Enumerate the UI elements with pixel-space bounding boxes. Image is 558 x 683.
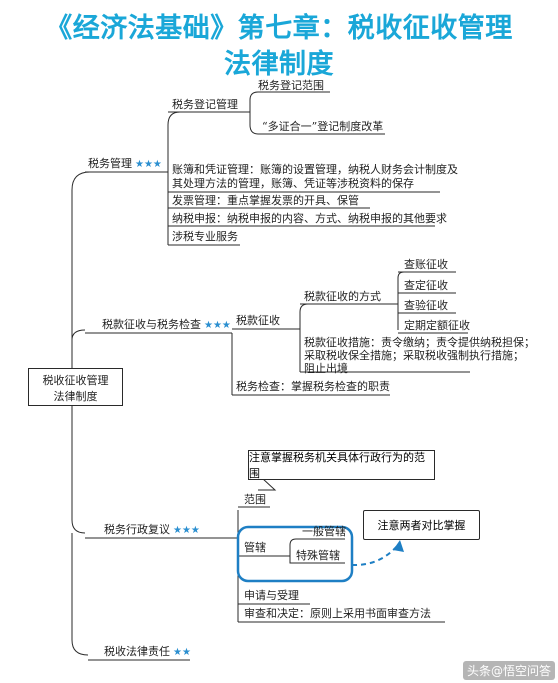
node-books-line-1: 账簿和凭证管理：账簿的设置管理，纳税人财务会计制度及 — [172, 163, 458, 176]
branch-label: 税收法律责任 — [104, 645, 170, 658]
node-apply: 申请与受理 — [244, 589, 299, 602]
node-method-4: 定期定额征收 — [404, 319, 470, 332]
root-line-1: 税收征收管理 — [42, 374, 109, 387]
connector-root-trunk — [71, 171, 91, 370]
branch-label: 税务管理 — [88, 157, 132, 170]
connector-root-b3 — [71, 390, 86, 534]
callout-top-tail — [258, 477, 277, 491]
connector-root-b2 — [71, 329, 86, 370]
branch-legal-liability: 税收法律责任★★ — [104, 645, 191, 660]
node-tax-collection: 税款征收 — [236, 314, 280, 327]
branch-label: 税务行政复议 — [104, 523, 170, 536]
node-inspection: 税务检查：掌握税务检查的职责 — [236, 380, 390, 393]
arrow-head-icon — [393, 540, 404, 552]
stars-rating: ★★★ — [173, 525, 200, 536]
node-books-line-2: 其处理方法的管理，账簿、凭证等涉税资料的保存 — [172, 177, 414, 190]
node-filing: 纳税申报：纳税申报的内容、方式、纳税申报的其他要求 — [172, 212, 447, 225]
root-line-2: 法律制度 — [53, 390, 98, 403]
watermark: 头条@悟空问答 — [463, 661, 556, 680]
node-measures-line-2: 采取税收保全措施；采取税收强制执行措施； — [304, 349, 524, 362]
page-title-line-1: 《经济法基础》第七章：税收征收管理 — [45, 13, 513, 44]
reg-children — [249, 91, 385, 135]
page-title-line-2: 法律制度 — [224, 49, 334, 80]
node-scope: 范围 — [244, 493, 266, 506]
node-decision: 审查和决定：原则上采用书面审查方法 — [244, 607, 431, 620]
stars-rating: ★★★ — [135, 159, 162, 170]
node-registration-scope: 税务登记范围 — [258, 79, 324, 92]
callout-compare-note: 注意两者对比掌握 — [363, 510, 480, 540]
node-special-jurisdiction: 特殊管辖 — [296, 549, 340, 562]
branch-tax-administration: 税务管理★★★ — [88, 157, 162, 172]
node-measures-line-3: 阻止出境 — [304, 362, 348, 375]
highlight-frame — [236, 525, 354, 583]
node-invoice: 发票管理：重点掌握发票的开具、保管 — [172, 194, 359, 207]
root-node: 税收征收管理 法律制度 — [28, 368, 123, 406]
node-method-2: 查定征收 — [404, 279, 448, 292]
dashed-arrow — [351, 544, 399, 567]
node-general-jurisdiction: 一般管辖 — [302, 525, 346, 538]
node-method-3: 查验征收 — [404, 299, 448, 312]
branch-label: 税款征收与税务检查 — [102, 318, 201, 331]
juris-children — [289, 538, 345, 564]
node-registration: 税务登记管理 — [172, 98, 238, 111]
node-measures-line-1: 税款征收措施：责令缴纳；责令提供纳税担保； — [304, 336, 535, 349]
callout-scope-note: 注意掌握税务机关具体行政行为的范围 — [248, 450, 435, 480]
node-method-1: 查账征收 — [404, 258, 448, 271]
stars-rating: ★★★ — [204, 320, 231, 331]
node-agency: 涉税专业服务 — [172, 230, 238, 243]
branch-collection-inspection: 税款征收与税务检查★★★ — [102, 318, 231, 333]
node-collection-methods: 税款征收的方式 — [304, 290, 381, 303]
branch-administrative-review: 税务行政复议★★★ — [104, 523, 200, 538]
connector-root-b4 — [71, 533, 89, 656]
stars-rating: ★★ — [173, 647, 191, 658]
node-jurisdiction: 管辖 — [244, 541, 266, 554]
node-registration-reform: “多证合一”登记制度改革 — [262, 120, 384, 133]
